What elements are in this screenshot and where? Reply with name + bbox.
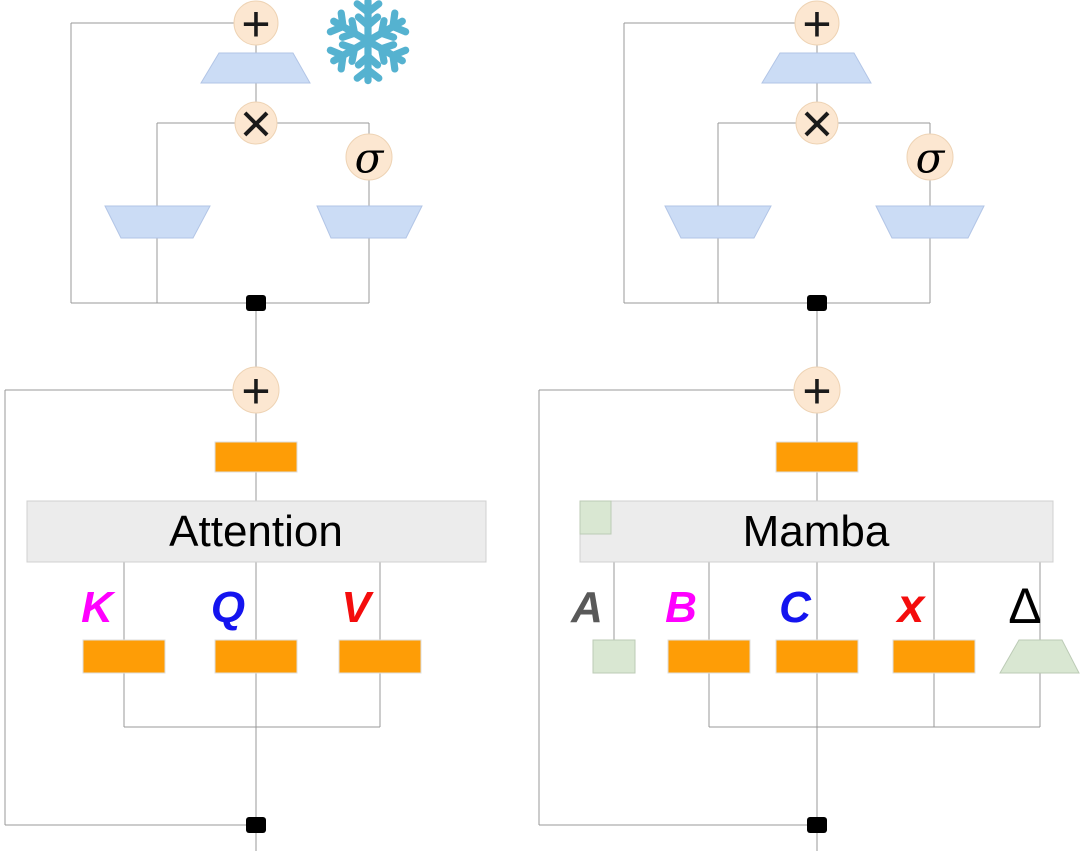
mamba-module-bar <box>579 500 1054 563</box>
up-projection-trapezoid-left <box>104 205 211 239</box>
v-projection-rect <box>338 639 422 674</box>
output-hidden-rect <box>775 441 859 473</box>
a-parameter-square <box>592 639 636 674</box>
label-K: K <box>81 583 116 632</box>
up-projection-trapezoid-gate <box>316 205 423 239</box>
branch-node-square <box>246 295 266 311</box>
input-node-square <box>807 817 827 833</box>
branch-node-square <box>807 295 827 311</box>
c-projection-rect <box>775 639 859 674</box>
add-operator: + <box>241 0 270 52</box>
wires-left-top-block <box>70 22 370 367</box>
wires-right-top-block <box>623 22 931 367</box>
right-top-block: + × σ <box>664 0 985 311</box>
out-projection-trapezoid <box>761 52 872 84</box>
snowflake-center <box>363 36 373 46</box>
multiply-circle <box>234 101 278 145</box>
mamba-label: Mamba <box>743 507 890 556</box>
label-delta: Δ <box>1008 578 1041 634</box>
wires-left-bottom-block <box>4 389 381 851</box>
attention-label: Attention <box>169 507 343 556</box>
residual-add-circle <box>793 366 841 414</box>
wires-right-bottom-block <box>538 389 1041 851</box>
up-projection-trapezoid-left <box>664 205 772 239</box>
mamba-block: + Mamba A B C x Δ <box>570 363 1080 833</box>
attention-block: + Attention K Q V <box>26 363 487 833</box>
label-B: B <box>665 583 697 632</box>
k-projection-rect <box>82 639 166 674</box>
mamba-state-corner-square <box>579 500 612 535</box>
sigma-operator: σ <box>355 134 385 183</box>
residual-add-operator: + <box>241 363 270 419</box>
residual-add-operator: + <box>802 363 831 419</box>
b-projection-rect <box>667 639 751 674</box>
residual-add-circle <box>232 366 280 414</box>
x-projection-rect <box>892 639 976 674</box>
add-circle <box>794 0 840 46</box>
label-Q: Q <box>211 583 245 632</box>
add-circle <box>233 0 279 46</box>
delta-projection-trapezoid <box>999 639 1080 674</box>
label-V: V <box>341 583 374 632</box>
sigma-circle <box>345 133 393 181</box>
multiply-operator: × <box>240 92 273 155</box>
multiply-operator: × <box>801 92 834 155</box>
out-projection-trapezoid <box>200 52 311 84</box>
snowflake-icon <box>328 1 407 80</box>
label-C: C <box>779 583 812 632</box>
input-node-square <box>246 817 266 833</box>
sigma-operator: σ <box>916 134 946 183</box>
multiply-circle <box>795 101 839 145</box>
q-projection-rect <box>214 639 298 674</box>
sigma-circle <box>906 133 954 181</box>
up-projection-trapezoid-gate <box>875 205 985 239</box>
output-hidden-rect <box>214 441 298 473</box>
label-x: x <box>895 580 927 633</box>
attention-module-bar <box>26 500 487 563</box>
add-operator: + <box>802 0 831 52</box>
left-top-block: + × σ <box>104 0 423 311</box>
label-A: A <box>570 583 603 632</box>
